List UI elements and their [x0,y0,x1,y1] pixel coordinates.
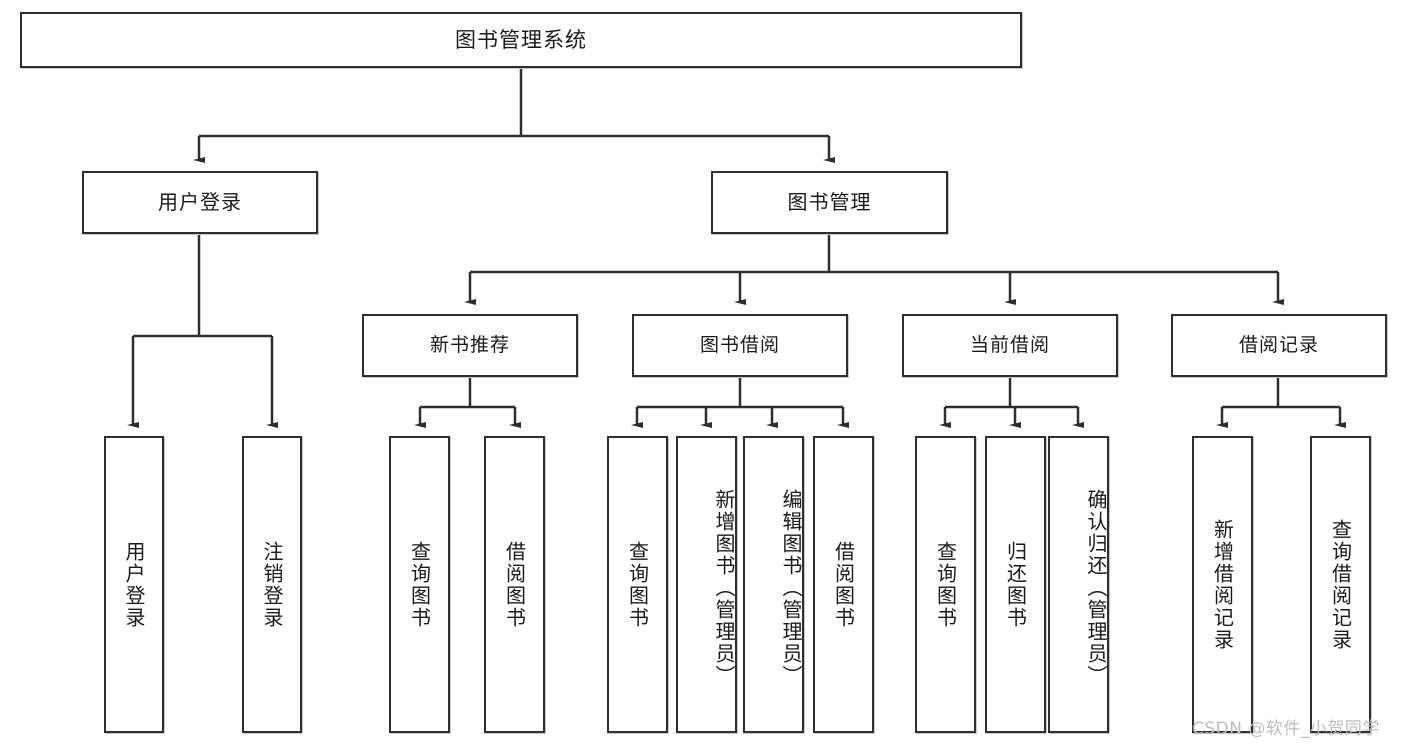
node-leaf-edit-book-label: 编辑图书（管理员） [779,488,803,687]
node-borrow-record-label: 借阅记录 [1238,333,1319,356]
node-leaf-borrow-book-1-label: 借阅图书 [502,540,527,629]
node-leaf-add-record-label: 新增借阅记录 [1210,518,1235,651]
node-user-login-label: 用户登录 [158,190,242,214]
node-leaf-query-book-2[interactable]: 查询图书 [607,436,668,733]
node-book-borrow[interactable]: 图书借阅 [632,314,848,377]
node-leaf-query-book-3-label: 查询图书 [933,540,958,629]
node-leaf-borrow-book-2-label: 借阅图书 [831,540,856,629]
node-current-borrow[interactable]: 当前借阅 [902,314,1118,377]
node-new-book-recommend[interactable]: 新书推荐 [362,314,578,377]
node-root-label: 图书管理系统 [455,27,587,52]
node-leaf-edit-book[interactable]: 编辑图书（管理员） [743,436,804,733]
node-leaf-query-book-1[interactable]: 查询图书 [389,436,450,733]
node-leaf-add-record[interactable]: 新增借阅记录 [1192,436,1253,733]
node-root[interactable]: 图书管理系统 [20,12,1022,68]
node-new-book-recommend-label: 新书推荐 [429,333,510,356]
node-leaf-borrow-book-1[interactable]: 借阅图书 [484,436,545,733]
node-leaf-return-book[interactable]: 归还图书 [985,436,1046,733]
node-leaf-query-book-3[interactable]: 查询图书 [915,436,976,733]
node-current-borrow-label: 当前借阅 [969,333,1050,356]
node-leaf-query-record[interactable]: 查询借阅记录 [1310,436,1371,733]
node-leaf-borrow-book-2[interactable]: 借阅图书 [813,436,874,733]
node-leaf-user-logout-label: 注销登录 [260,540,284,629]
node-leaf-add-book[interactable]: 新增图书（管理员） [676,436,737,733]
node-book-manage-label: 图书管理 [787,190,872,214]
node-leaf-user-logout[interactable]: 注销登录 [242,436,302,733]
node-leaf-query-record-label: 查询借阅记录 [1328,518,1353,651]
node-leaf-user-login[interactable]: 用户登录 [104,436,164,733]
node-book-manage[interactable]: 图书管理 [711,171,948,234]
node-leaf-query-book-1-label: 查询图书 [407,540,432,629]
node-borrow-record[interactable]: 借阅记录 [1171,314,1387,377]
node-leaf-query-book-2-label: 查询图书 [625,540,650,629]
node-book-borrow-label: 图书借阅 [699,333,780,356]
watermark-text: CSDN @软件_小贺同学 [1192,719,1380,739]
node-leaf-return-book-label: 归还图书 [1003,540,1028,629]
node-leaf-user-login-label: 用户登录 [122,540,146,629]
node-user-login[interactable]: 用户登录 [82,171,318,234]
node-leaf-confirm-return-label: 确认归还（管理员） [1084,488,1108,687]
node-leaf-confirm-return[interactable]: 确认归还（管理员） [1048,436,1109,733]
node-leaf-add-book-label: 新增图书（管理员） [712,488,736,687]
